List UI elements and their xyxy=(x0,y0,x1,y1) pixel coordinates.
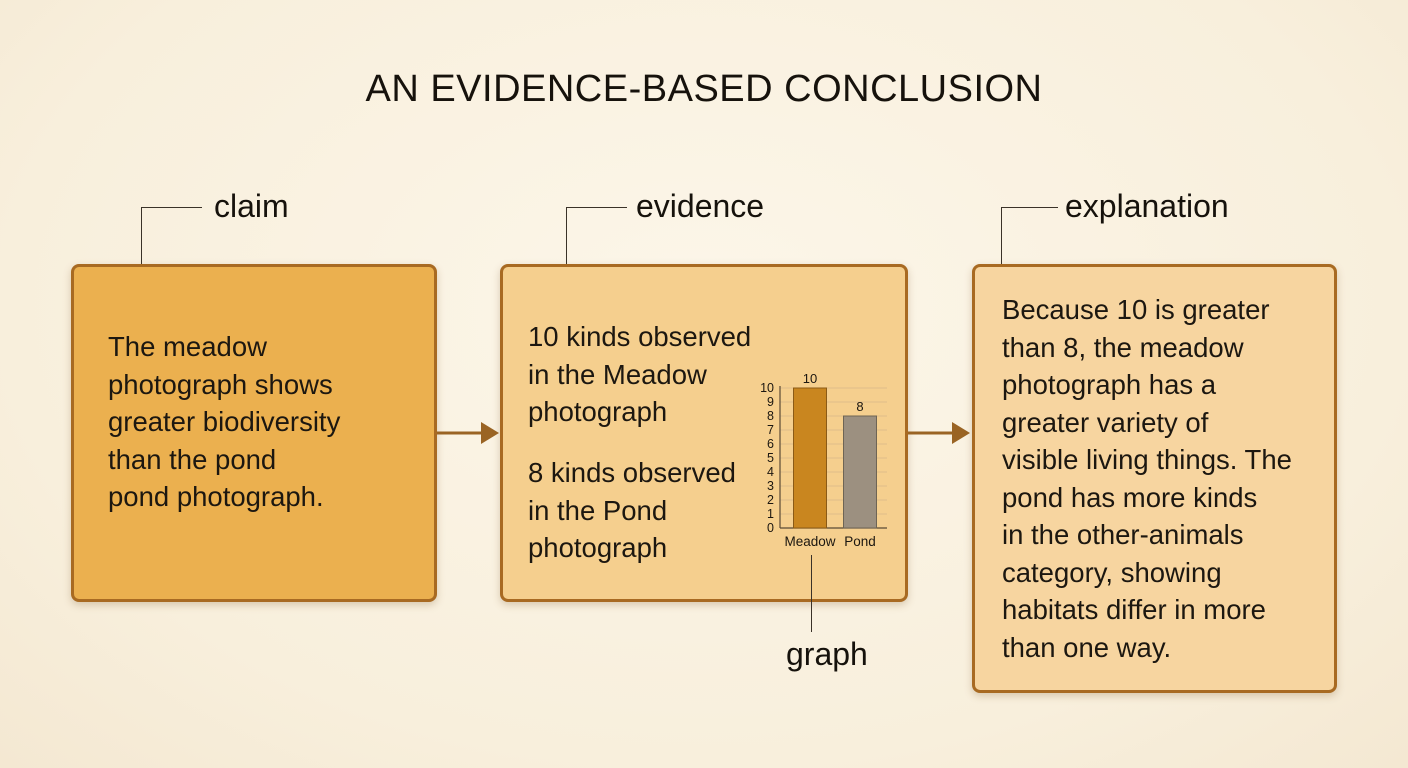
claim-line: pond photograph. xyxy=(108,481,324,512)
evidence-pond-text: 8 kinds observed in the Pond photograph xyxy=(528,454,736,567)
arrow-claim-to-evidence xyxy=(437,422,499,444)
y-tick-label: 5 xyxy=(767,451,774,465)
y-tick-label: 7 xyxy=(767,423,774,437)
evidence-line: 10 kinds observed xyxy=(528,321,752,352)
evidence-callout-line xyxy=(566,207,627,265)
explanation-line: in the other-animals xyxy=(1002,519,1244,550)
bar-pond xyxy=(843,415,877,529)
y-tick-label: 10 xyxy=(760,381,774,395)
explanation-line: Because 10 is greater xyxy=(1002,294,1270,325)
x-category-label: Meadow xyxy=(784,534,835,549)
evidence-line: 8 kinds observed xyxy=(528,457,736,488)
explanation-line: habitats differ in more xyxy=(1002,594,1266,625)
page-title: AN EVIDENCE-BASED CONCLUSION xyxy=(365,68,1043,110)
explanation-line: visible living things. The xyxy=(1002,444,1292,475)
graph-label: graph xyxy=(786,636,868,672)
y-tick-label: 4 xyxy=(767,465,774,479)
claim-label: claim xyxy=(214,188,289,224)
y-tick-label: 1 xyxy=(767,507,774,521)
evidence-line: in the Pond xyxy=(528,494,668,526)
y-tick-label: 6 xyxy=(767,437,774,451)
bar-data-label: 10 xyxy=(803,371,817,386)
claim-callout-line xyxy=(141,207,202,265)
graph-callout-line xyxy=(811,555,812,632)
evidence-box: 10 kinds observed in the Meadow photogra… xyxy=(500,264,908,602)
claim-line: photograph shows xyxy=(108,368,333,400)
explanation-box: Because 10 is greater than 8, the meadow… xyxy=(972,264,1337,693)
explanation-line: pond has more kinds xyxy=(1002,481,1258,513)
explanation-line: photograph has a xyxy=(1002,369,1217,400)
y-tick-label: 2 xyxy=(767,493,774,507)
claim-line: greater biodiversity xyxy=(108,406,341,437)
claim-line: The meadow xyxy=(108,331,267,362)
explanation-text: Because 10 is greater than 8, the meadow… xyxy=(1002,291,1292,666)
arrow-evidence-to-explanation xyxy=(908,422,970,444)
evidence-line: photograph xyxy=(528,396,668,427)
y-tick-label: 3 xyxy=(767,479,774,493)
explanation-callout-line xyxy=(1001,207,1058,265)
evidence-label: evidence xyxy=(636,188,765,224)
y-tick-label: 0 xyxy=(767,521,774,535)
claim-text: The meadow photograph shows greater biod… xyxy=(108,328,340,516)
claim-box: The meadow photograph shows greater biod… xyxy=(71,264,437,602)
evidence-meadow-text: 10 kinds observed in the Meadow photogra… xyxy=(528,318,751,431)
y-tick-label: 8 xyxy=(767,409,774,423)
explanation-line: greater variety of xyxy=(1002,406,1209,438)
explanation-label: explanation xyxy=(1065,188,1229,224)
evidence-line: photograph xyxy=(528,532,668,563)
bar-meadow xyxy=(793,387,827,529)
evidence-line: in the Meadow xyxy=(528,358,707,390)
y-tick-label: 9 xyxy=(767,395,774,409)
claim-line: than the pond xyxy=(108,443,277,475)
explanation-line: category, showing xyxy=(1002,556,1222,588)
bar-data-label: 8 xyxy=(856,399,863,414)
x-category-label: Pond xyxy=(844,534,876,549)
explanation-line: than one way. xyxy=(1002,631,1172,663)
explanation-line: than 8, the meadow xyxy=(1002,331,1244,363)
